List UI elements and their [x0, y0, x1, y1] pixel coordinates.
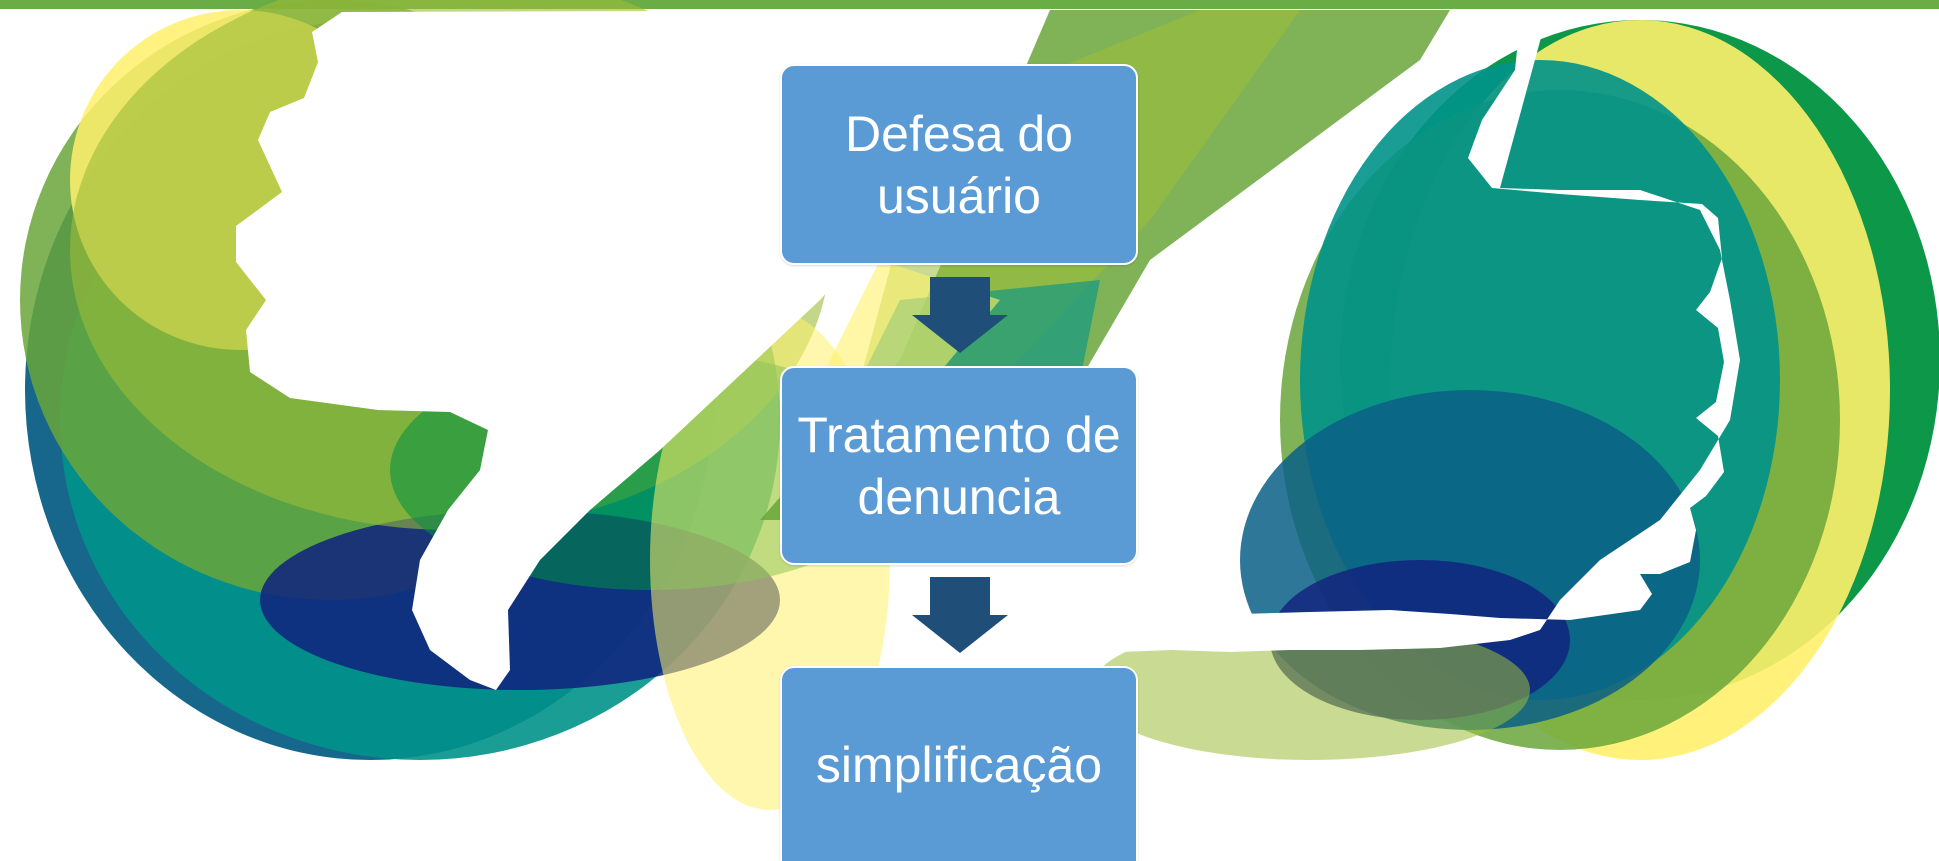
flow-step-label: Defesa do usuário — [845, 105, 1073, 224]
flow-step-label: simplificação — [815, 736, 1103, 793]
flow-step-simplificacao: simplificação — [780, 666, 1138, 861]
flow-step-defesa: Defesa do usuário — [780, 64, 1138, 265]
flow-step-label: Tratamento de denuncia — [797, 406, 1121, 525]
flow-step-tratamento: Tratamento de denuncia — [780, 366, 1138, 565]
top-accent-bar — [0, 0, 1939, 9]
down-arrow-icon — [912, 277, 1008, 353]
down-arrow-icon — [912, 577, 1008, 653]
